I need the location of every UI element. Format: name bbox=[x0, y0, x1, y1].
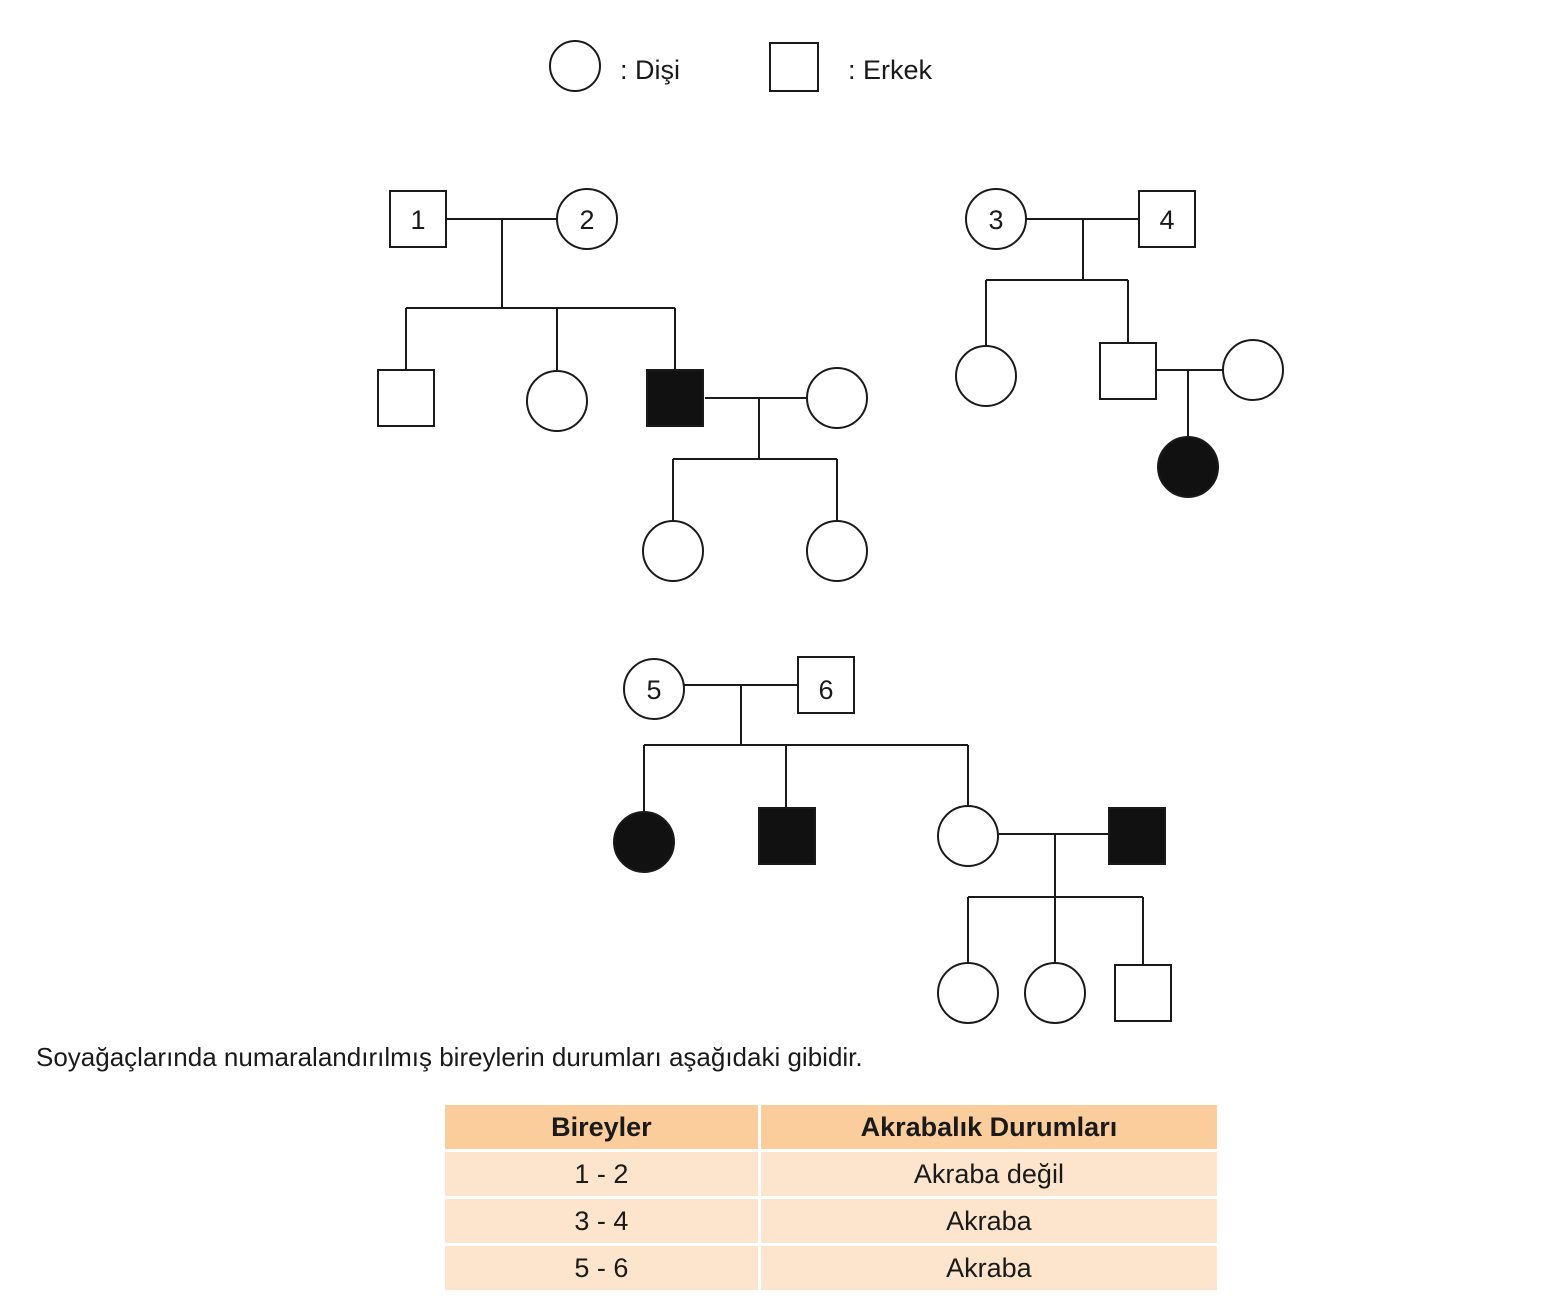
grandchild-female-affected bbox=[1157, 436, 1219, 498]
individual-3-female bbox=[965, 188, 1027, 250]
grandchild-female-unaffected bbox=[1024, 962, 1086, 1024]
child-male-affected bbox=[758, 807, 816, 865]
individual-5-female bbox=[623, 658, 685, 720]
family-3-4-lines bbox=[985, 218, 1223, 437]
spouse-female-unaffected bbox=[1222, 339, 1284, 401]
individual-6-label: 6 bbox=[818, 675, 833, 705]
child-male-affected bbox=[646, 369, 704, 427]
legend: : Dişi : Erkek bbox=[549, 40, 933, 92]
family-5-6 bbox=[613, 656, 1172, 1024]
pedigree-diagram: : Dişi : Erkek 1 2 3 4 bbox=[377, 40, 1284, 1024]
grandchild-female-unaffected bbox=[806, 520, 868, 582]
cell-kinship-status: Akraba değil bbox=[757, 1149, 1221, 1199]
individual-1-label: 1 bbox=[410, 205, 425, 235]
cell-kinship-status: Akraba bbox=[757, 1243, 1221, 1293]
legend-female-symbol bbox=[549, 40, 601, 92]
kinship-table: Bireyler Akrabalık Durumları 1 - 2 Akrab… bbox=[442, 1102, 1221, 1293]
cell-individuals: 5 - 6 bbox=[442, 1243, 761, 1293]
child-female-unaffected bbox=[955, 345, 1017, 407]
individual-2-label: 2 bbox=[579, 205, 594, 235]
table-row: 1 - 2 Akraba değil bbox=[442, 1149, 1221, 1199]
individual-2-female bbox=[556, 188, 618, 250]
child-male-unaffected bbox=[377, 369, 435, 427]
spouse-female-unaffected bbox=[806, 367, 868, 429]
individual-4-male bbox=[1138, 190, 1196, 248]
caption-text: Soyağaçlarında numaralandırılmış bireyle… bbox=[36, 1042, 863, 1072]
child-female-affected bbox=[613, 811, 675, 873]
family-1-2-lines bbox=[405, 218, 838, 521]
child-female-unaffected bbox=[937, 805, 999, 867]
family-5-6-lines bbox=[643, 684, 1144, 965]
grandchild-female-unaffected bbox=[937, 962, 999, 1024]
cell-individuals: 1 - 2 bbox=[442, 1149, 761, 1199]
individual-6-male bbox=[797, 656, 855, 714]
individual-4-label: 4 bbox=[1159, 205, 1174, 235]
table-row: 3 - 4 Akraba bbox=[442, 1196, 1221, 1246]
legend-male-symbol bbox=[769, 42, 819, 92]
legend-female-label: : Dişi bbox=[620, 55, 680, 85]
spouse-male-affected bbox=[1108, 807, 1166, 865]
family-3-4 bbox=[955, 188, 1284, 498]
cell-individuals: 3 - 4 bbox=[442, 1196, 761, 1246]
family-1-2 bbox=[377, 188, 868, 582]
individual-3-label: 3 bbox=[988, 205, 1003, 235]
individual-5-label: 5 bbox=[646, 675, 661, 705]
header-individuals: Bireyler bbox=[442, 1102, 761, 1152]
table-row: 5 - 6 Akraba bbox=[442, 1243, 1221, 1293]
grandchild-female-unaffected bbox=[642, 520, 704, 582]
header-kinship-status: Akrabalık Durumları bbox=[757, 1102, 1221, 1152]
cell-kinship-status: Akraba bbox=[757, 1196, 1221, 1246]
grandchild-male-unaffected bbox=[1114, 964, 1172, 1022]
individual-1-male bbox=[389, 190, 447, 248]
table-header-row: Bireyler Akrabalık Durumları bbox=[442, 1102, 1221, 1152]
child-male-unaffected bbox=[1099, 342, 1157, 400]
child-female-unaffected bbox=[526, 370, 588, 432]
legend-male-label: : Erkek bbox=[848, 55, 933, 85]
